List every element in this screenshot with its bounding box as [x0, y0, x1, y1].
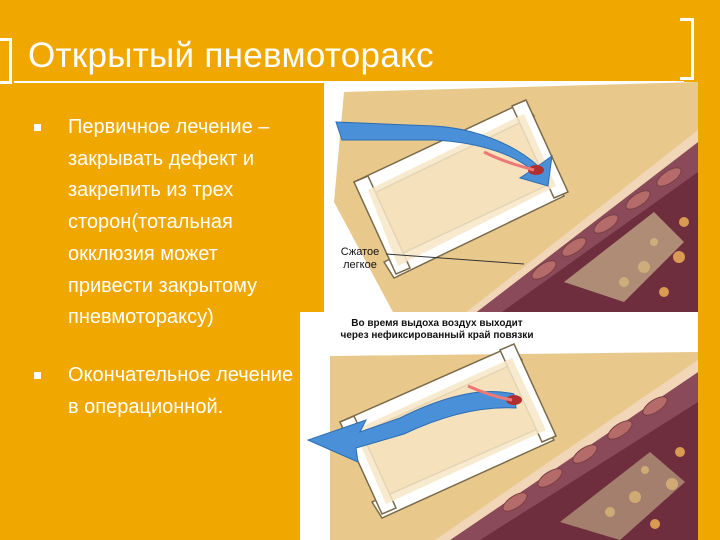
- lung-label-line: Сжатое: [340, 246, 380, 258]
- bullet-marker-2: [34, 372, 41, 379]
- bullet-1-line: пневмотораксу): [68, 306, 214, 329]
- title-bracket-right: [680, 18, 694, 80]
- title-bracket-left: [0, 38, 12, 84]
- bullet-text-1: Первичное лечение – закрывать дефект и з…: [68, 112, 269, 334]
- lung-label-line: легкое: [343, 259, 377, 271]
- caption-line: через нефиксированный край повязки: [340, 330, 534, 341]
- bullet-1-line: привести закрытому: [68, 274, 258, 297]
- bullet-1-line: Первичное лечение –: [68, 116, 270, 138]
- bullet-2-line: в операционной.: [68, 395, 224, 418]
- bullet-1-line: окклюзия может: [68, 242, 218, 265]
- illustration-top-wound: Сжатое легкое: [324, 82, 698, 314]
- illustration-bottom-drawing: [300, 312, 698, 540]
- compressed-lung-label: Сжатое легкое: [334, 246, 386, 272]
- bullet-1-line: сторон(тотальная: [68, 211, 233, 234]
- slide-title: Открытый пневмоторакс: [28, 36, 434, 75]
- bullet-1-line: закрывать дефект и: [68, 147, 254, 170]
- illustration-bottom-exhale: Во время выдоха воздух выходит через неф…: [300, 312, 698, 540]
- bullet-text-2: Окончательное лечение в операционной.: [68, 360, 293, 423]
- bullet-marker-1: [34, 124, 41, 131]
- illustration-top-drawing: [324, 82, 698, 314]
- exhale-caption: Во время выдоха воздух выходит через неф…: [308, 318, 566, 348]
- caption-line: Во время выдоха воздух выходит: [351, 318, 523, 329]
- bullet-1-line: закрепить из трех: [68, 179, 234, 202]
- bullet-2-line: Окончательное лечение: [68, 364, 294, 386]
